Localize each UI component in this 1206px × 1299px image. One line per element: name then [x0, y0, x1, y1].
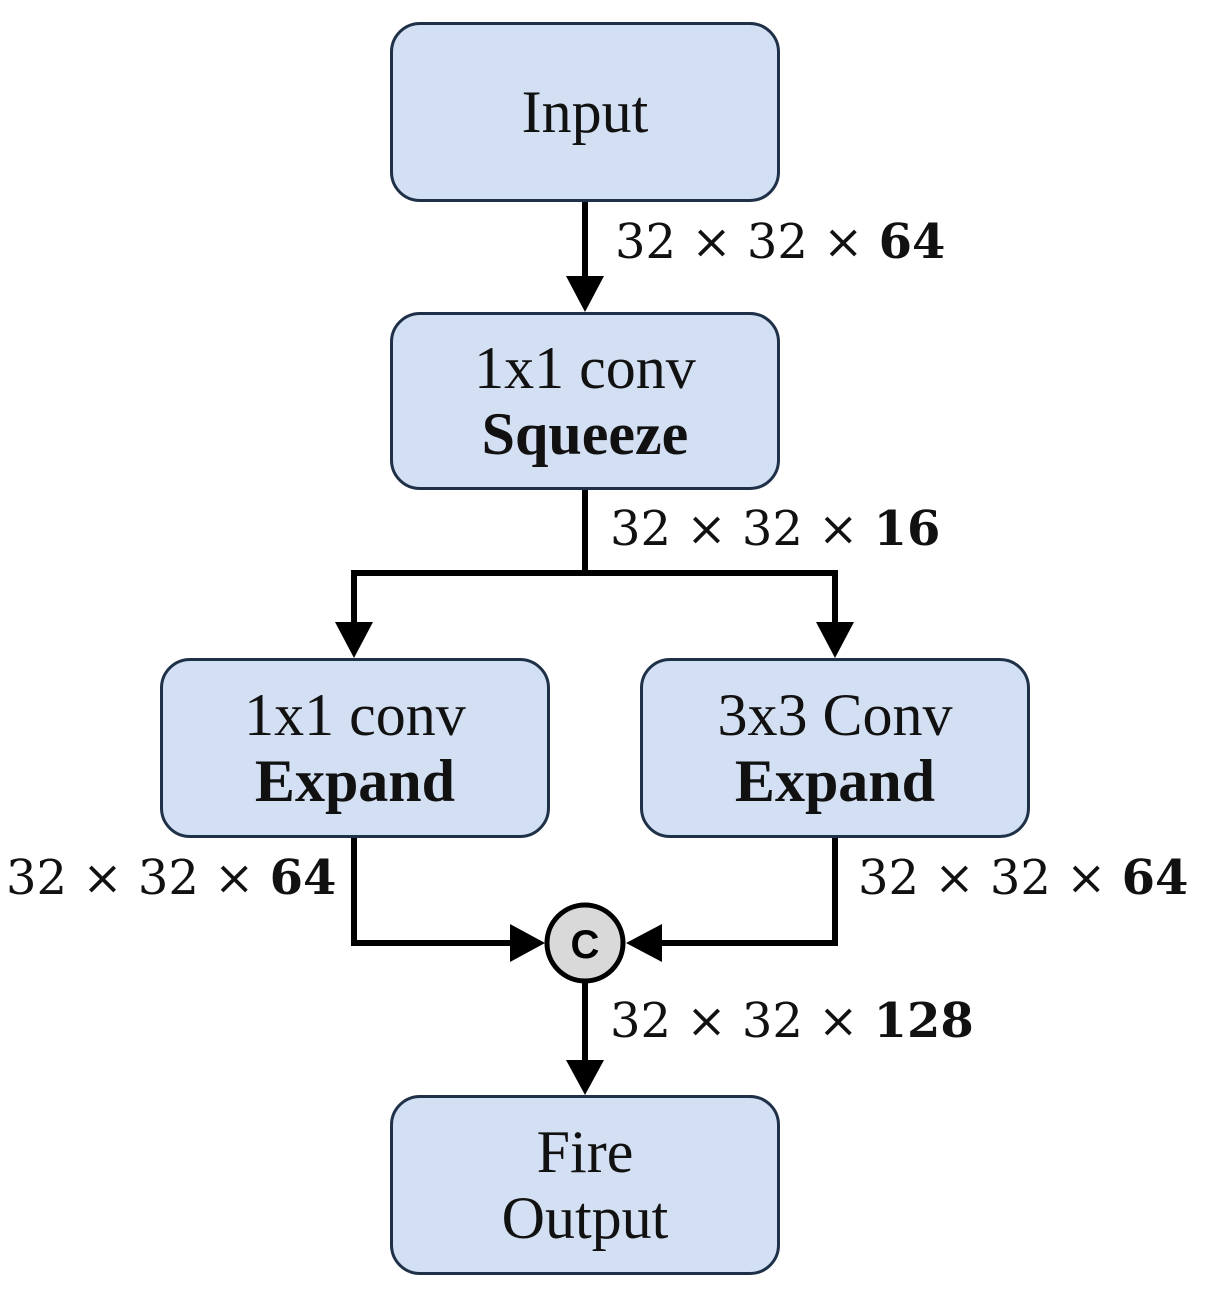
- expand-1x1-node-op: 1x1 conv: [244, 682, 466, 748]
- squeeze-node: 1x1 conv Squeeze: [390, 312, 780, 490]
- concat-label: C: [571, 923, 600, 967]
- dim-label-after-expand-3x3: 32 × 32 × 64: [858, 854, 1188, 902]
- dim-prefix: 32 × 32 ×: [610, 501, 874, 557]
- expand-3x3-node-op: 3x3 Conv: [717, 682, 953, 748]
- expand-3x3-node: 3x3 Conv Expand: [640, 658, 1030, 838]
- arrowhead-input-to-squeeze: [566, 276, 604, 312]
- dim-label-after-expand-1x1: 32 × 32 × 64: [6, 854, 336, 902]
- concat-node: C: [544, 902, 626, 984]
- arrowhead-to-expand3: [816, 622, 854, 658]
- dim-channels: 64: [878, 214, 946, 270]
- input-node-label: Input: [521, 79, 649, 145]
- dim-channels: 128: [873, 993, 974, 1049]
- expand-1x1-node: 1x1 conv Expand: [160, 658, 550, 838]
- input-node: Input: [390, 22, 780, 202]
- dim-prefix: 32 × 32 ×: [610, 993, 874, 1049]
- dim-channels: 64: [269, 850, 337, 906]
- dim-prefix: 32 × 32 ×: [615, 214, 879, 270]
- arrowhead-to-expand1: [335, 622, 373, 658]
- arrowhead-expand3-to-concat: [626, 924, 662, 962]
- arrowhead-concat-to-output: [566, 1060, 604, 1095]
- dim-prefix: 32 × 32 ×: [6, 850, 270, 906]
- fire-output-node-line1: Fire: [536, 1119, 634, 1185]
- squeeze-node-role: Squeeze: [481, 401, 689, 467]
- arrowhead-expand1-to-concat: [510, 924, 545, 962]
- squeeze-node-op: 1x1 conv: [474, 335, 696, 401]
- dim-label-after-squeeze: 32 × 32 × 16: [610, 505, 940, 553]
- expand-1x1-node-role: Expand: [254, 748, 456, 814]
- dim-label-after-input: 32 × 32 × 64: [615, 218, 945, 266]
- expand-3x3-node-role: Expand: [734, 748, 936, 814]
- fire-output-node: Fire Output: [390, 1095, 780, 1275]
- dim-channels: 64: [1121, 850, 1189, 906]
- dim-channels: 16: [873, 501, 941, 557]
- fire-output-node-line2: Output: [501, 1185, 669, 1251]
- dim-prefix: 32 × 32 ×: [858, 850, 1122, 906]
- dim-label-after-concat: 32 × 32 × 128: [610, 997, 974, 1045]
